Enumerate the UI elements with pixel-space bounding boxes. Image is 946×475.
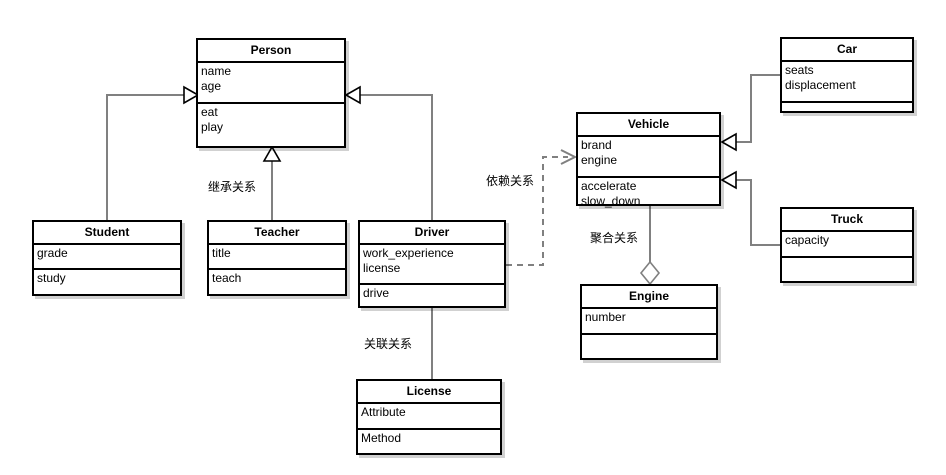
class-name: Engine bbox=[582, 286, 716, 309]
attributes-compartment: title bbox=[209, 245, 345, 270]
class-name: Car bbox=[782, 39, 912, 62]
attribute-row: engine bbox=[581, 153, 618, 167]
edge-line-car-vehicle bbox=[736, 74, 780, 143]
operation-row: slow_down bbox=[581, 194, 641, 208]
class-box-person[interactable]: Person name age eat play bbox=[196, 38, 346, 148]
operation-row: drive bbox=[363, 286, 390, 300]
edge-label-aggregation: 聚合关系 bbox=[590, 231, 639, 245]
class-name: Truck bbox=[782, 209, 912, 232]
edge-car-vehicle[interactable] bbox=[720, 74, 780, 152]
operation-row: accelerate bbox=[581, 179, 637, 193]
operations-compartment: accelerate slow_down bbox=[578, 178, 719, 221]
class-box-vehicle[interactable]: Vehicle brand engine accelerate slow_dow… bbox=[576, 112, 721, 208]
attribute-row: age bbox=[201, 79, 222, 93]
edge-label-association: 关联关系 bbox=[364, 337, 413, 351]
hollow-triangle-arrowhead bbox=[344, 85, 361, 105]
operations-compartment: drive bbox=[360, 285, 504, 323]
class-box-driver[interactable]: Driver work_experience license drive bbox=[358, 220, 506, 308]
attributes-compartment: Attribute bbox=[358, 404, 500, 430]
hollow-triangle-arrowhead bbox=[720, 170, 737, 190]
operation-row: study bbox=[37, 271, 66, 285]
class-box-car[interactable]: Car seats displacement bbox=[780, 37, 914, 113]
attributes-compartment: number bbox=[582, 309, 716, 335]
attributes-compartment: work_experience license bbox=[360, 245, 504, 285]
attribute-row: capacity bbox=[785, 233, 830, 247]
edge-line-driver-vehicle bbox=[506, 156, 568, 266]
operation-row: teach bbox=[212, 271, 242, 285]
edge-line-student-person bbox=[106, 94, 198, 220]
edge-teacher-person[interactable] bbox=[262, 145, 282, 220]
hollow-diamond-arrowhead bbox=[639, 260, 661, 286]
class-box-license[interactable]: License Attribute Method bbox=[356, 379, 502, 455]
operations-compartment: eat play bbox=[198, 104, 344, 163]
operation-row: Method bbox=[361, 431, 402, 445]
class-box-teacher[interactable]: Teacher title teach bbox=[207, 220, 347, 296]
hollow-triangle-arrowhead bbox=[720, 132, 737, 152]
operations-compartment: Method bbox=[358, 430, 500, 470]
hollow-triangle-arrowhead bbox=[183, 85, 200, 105]
operations-compartment bbox=[782, 103, 912, 128]
class-box-truck[interactable]: Truck capacity bbox=[780, 207, 914, 283]
class-box-student[interactable]: Student grade study bbox=[32, 220, 182, 296]
operations-compartment bbox=[782, 258, 912, 298]
edge-label-inheritance: 继承关系 bbox=[208, 180, 257, 194]
attributes-compartment: name age bbox=[198, 63, 344, 104]
attribute-row: name bbox=[201, 64, 232, 78]
open-arrowhead bbox=[560, 149, 578, 165]
edge-vehicle-engine[interactable] bbox=[639, 206, 661, 286]
edge-label-dependency: 依赖关系 bbox=[486, 174, 535, 188]
attribute-row: license bbox=[363, 261, 401, 275]
hollow-triangle-arrowhead bbox=[262, 145, 282, 162]
attribute-row: Attribute bbox=[361, 405, 406, 419]
attribute-row: grade bbox=[37, 246, 68, 260]
attribute-row: title bbox=[212, 246, 231, 260]
attribute-row: brand bbox=[581, 138, 612, 152]
edge-line-truck-vehicle bbox=[736, 179, 780, 246]
attributes-compartment: seats displacement bbox=[782, 62, 912, 103]
class-name: Vehicle bbox=[578, 114, 719, 137]
attribute-row: seats bbox=[785, 63, 814, 77]
attribute-row: work_experience bbox=[363, 246, 454, 260]
class-name: Student bbox=[34, 222, 180, 245]
class-name: License bbox=[358, 381, 500, 404]
attributes-compartment: brand engine bbox=[578, 137, 719, 178]
edge-truck-vehicle[interactable] bbox=[720, 170, 780, 246]
operation-row: play bbox=[201, 120, 224, 134]
operation-row: eat bbox=[201, 105, 218, 119]
edge-line-driver-person bbox=[359, 94, 433, 220]
operations-compartment: study bbox=[34, 270, 180, 311]
operations-compartment: teach bbox=[209, 270, 345, 311]
edge-driver-person[interactable] bbox=[344, 85, 433, 220]
class-name: Person bbox=[198, 40, 344, 63]
class-box-engine[interactable]: Engine number bbox=[580, 284, 718, 360]
attributes-compartment: capacity bbox=[782, 232, 912, 258]
attribute-row: displacement bbox=[785, 78, 856, 92]
edge-driver-vehicle[interactable] bbox=[506, 149, 578, 266]
attributes-compartment: grade bbox=[34, 245, 180, 270]
attribute-row: number bbox=[585, 310, 626, 324]
operations-compartment bbox=[582, 335, 716, 375]
class-name: Teacher bbox=[209, 222, 345, 245]
class-name: Driver bbox=[360, 222, 504, 245]
